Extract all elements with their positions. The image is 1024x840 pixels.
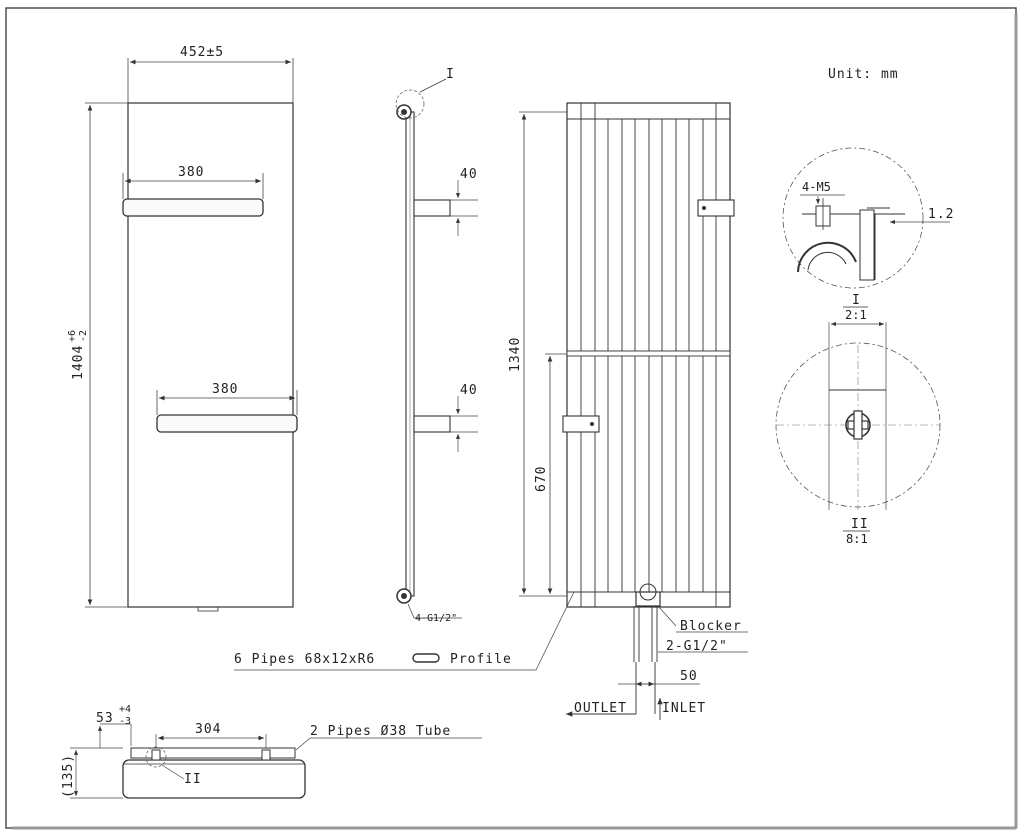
bracket-top — [413, 199, 451, 217]
back-view: 1340 670 Blocker 2-G1/2" 50 OUTLET INLET — [508, 102, 748, 720]
side-connection-label: 4-G1/2" — [415, 613, 457, 624]
back-height-dim: 1340 — [508, 337, 523, 372]
detail-I-ref: I — [852, 293, 861, 308]
blocker-label: Blocker — [680, 619, 742, 634]
back-bracket-top — [697, 199, 735, 217]
front-height-tol-top: +6 — [67, 330, 78, 342]
detail-I-label: 4-M5 — [802, 180, 831, 194]
top-view: II 304 53 +4 -3 (135) 2 Pipes Ø38 Tube — [61, 704, 482, 799]
bracket-bottom — [413, 415, 451, 433]
front-view: 452±5 1404 +6 -2 380 380 — [67, 45, 298, 612]
back-connection-label: 2-G1/2" — [666, 639, 728, 654]
top-depth-tol-top: +4 — [119, 704, 131, 715]
detail-II-ref: II — [851, 517, 869, 532]
top-depth-dim: 53 — [96, 711, 114, 726]
detail-I-thickness: 1.2 — [928, 207, 954, 222]
inlet-label: INLET — [662, 701, 706, 716]
towel-bar-top-dim: 380 — [178, 165, 204, 180]
profile-label: Profile — [450, 652, 512, 667]
tube-label: 2 Pipes Ø38 Tube — [310, 724, 451, 739]
front-height-tol-bottom: -2 — [78, 330, 89, 342]
outlet-label: OUTLET — [574, 701, 627, 716]
back-mid-dim: 670 — [534, 466, 549, 492]
bracket-bottom-dim: 40 — [460, 383, 478, 398]
back-spacing-dim: 50 — [680, 669, 698, 684]
towel-bar-bottom-dim: 380 — [212, 382, 238, 397]
detail-II: II 8:1 — [775, 321, 941, 546]
top-detail-ref: II — [184, 772, 202, 787]
side-detail-ref: I — [446, 67, 455, 82]
profile-icon — [412, 653, 440, 663]
front-height-dim: 1404 — [71, 345, 86, 380]
towel-bar-bottom — [156, 414, 298, 433]
top-depth-tol-bottom: -3 — [119, 716, 131, 727]
top-width-dim: 304 — [195, 722, 221, 737]
detail-II-scale: 8:1 — [846, 532, 868, 546]
detail-I: 1.2 4-M5 I 2:1 — [782, 147, 954, 322]
side-view: I 40 40 4-G1/2" — [395, 67, 478, 624]
bracket-top-dim: 40 — [460, 167, 478, 182]
units-label: Unit: mm — [828, 67, 899, 82]
profile-note: 6 Pipes 68x12xR6 Profile — [234, 591, 575, 671]
top-height-dim: (135) — [61, 754, 76, 798]
front-width-dim: 452±5 — [180, 45, 224, 60]
pipes-label: 6 Pipes 68x12xR6 — [234, 652, 375, 667]
back-bracket-bottom — [562, 415, 600, 433]
towel-bar-top — [122, 198, 264, 217]
detail-I-scale: 2:1 — [845, 308, 867, 322]
